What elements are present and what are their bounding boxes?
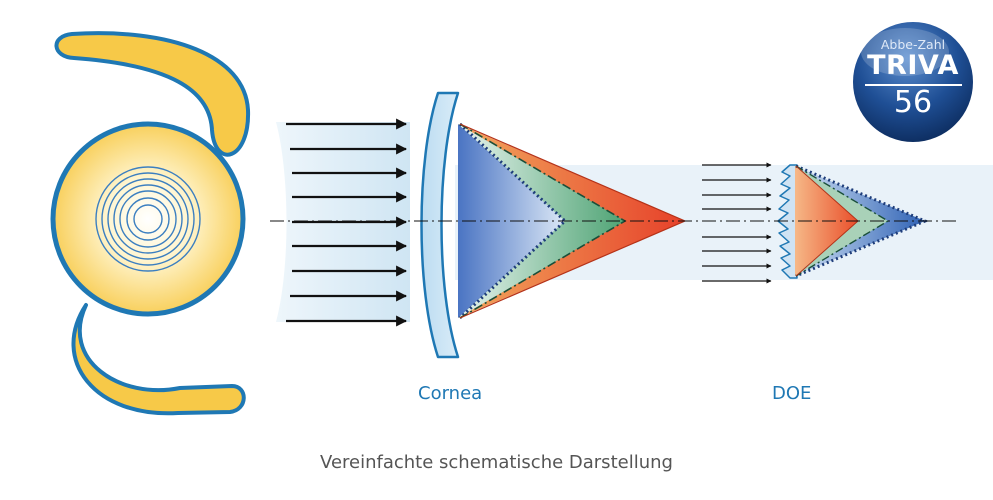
incoming-rays [286, 118, 408, 327]
badge-circle [853, 22, 973, 142]
caption: Vereinfachte schematische Darstellung [320, 452, 673, 473]
label-doe: DOE [772, 383, 812, 404]
lens-optic [50, 121, 246, 317]
badge-top-text: Abbe-Zahl [880, 37, 946, 52]
triva-badge [853, 22, 973, 142]
badge-brand: TRIVA [867, 50, 959, 81]
doe-incoming-rays [702, 162, 772, 284]
cornea-lens [420, 91, 460, 359]
label-cornea: Cornea [418, 383, 483, 404]
badge-number: 56 [893, 85, 933, 120]
upper-haptic [54, 31, 251, 157]
lower-haptic [71, 303, 246, 416]
badge-gloss [861, 28, 949, 76]
intraocular-lens [50, 31, 251, 416]
diffractive-rings [95, 166, 201, 272]
